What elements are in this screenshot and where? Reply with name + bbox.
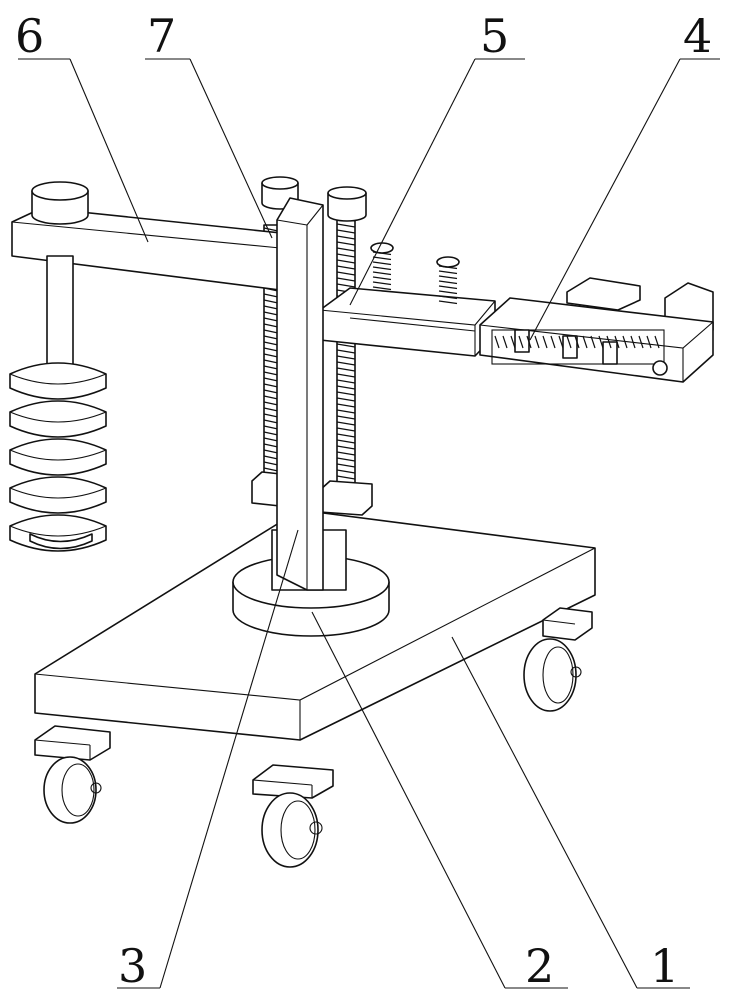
label-5: 5 <box>480 9 509 63</box>
wheel-front-right <box>252 764 334 868</box>
top-nut-left <box>261 176 299 210</box>
label-4: 4 <box>683 9 712 63</box>
label-2: 2 <box>525 939 554 993</box>
arm-spring-2 <box>436 256 460 305</box>
label-3: 3 <box>118 939 147 993</box>
label-7: 7 <box>147 9 176 63</box>
central-column <box>271 197 347 591</box>
right-screw-rod <box>336 214 356 491</box>
label-1: 1 <box>650 939 679 993</box>
wheel-front-left <box>34 725 111 824</box>
reference-numerals: 6 7 5 4 3 2 1 <box>15 9 712 993</box>
arm-spring-1 <box>370 242 394 291</box>
auger-bit <box>9 181 107 552</box>
clamp-assembly <box>479 277 714 383</box>
top-nut-right <box>327 186 367 222</box>
label-6: 6 <box>15 9 44 63</box>
bottom-bracket-right <box>319 480 373 516</box>
wheel-back-right <box>523 607 593 712</box>
leader-lines <box>18 58 720 989</box>
